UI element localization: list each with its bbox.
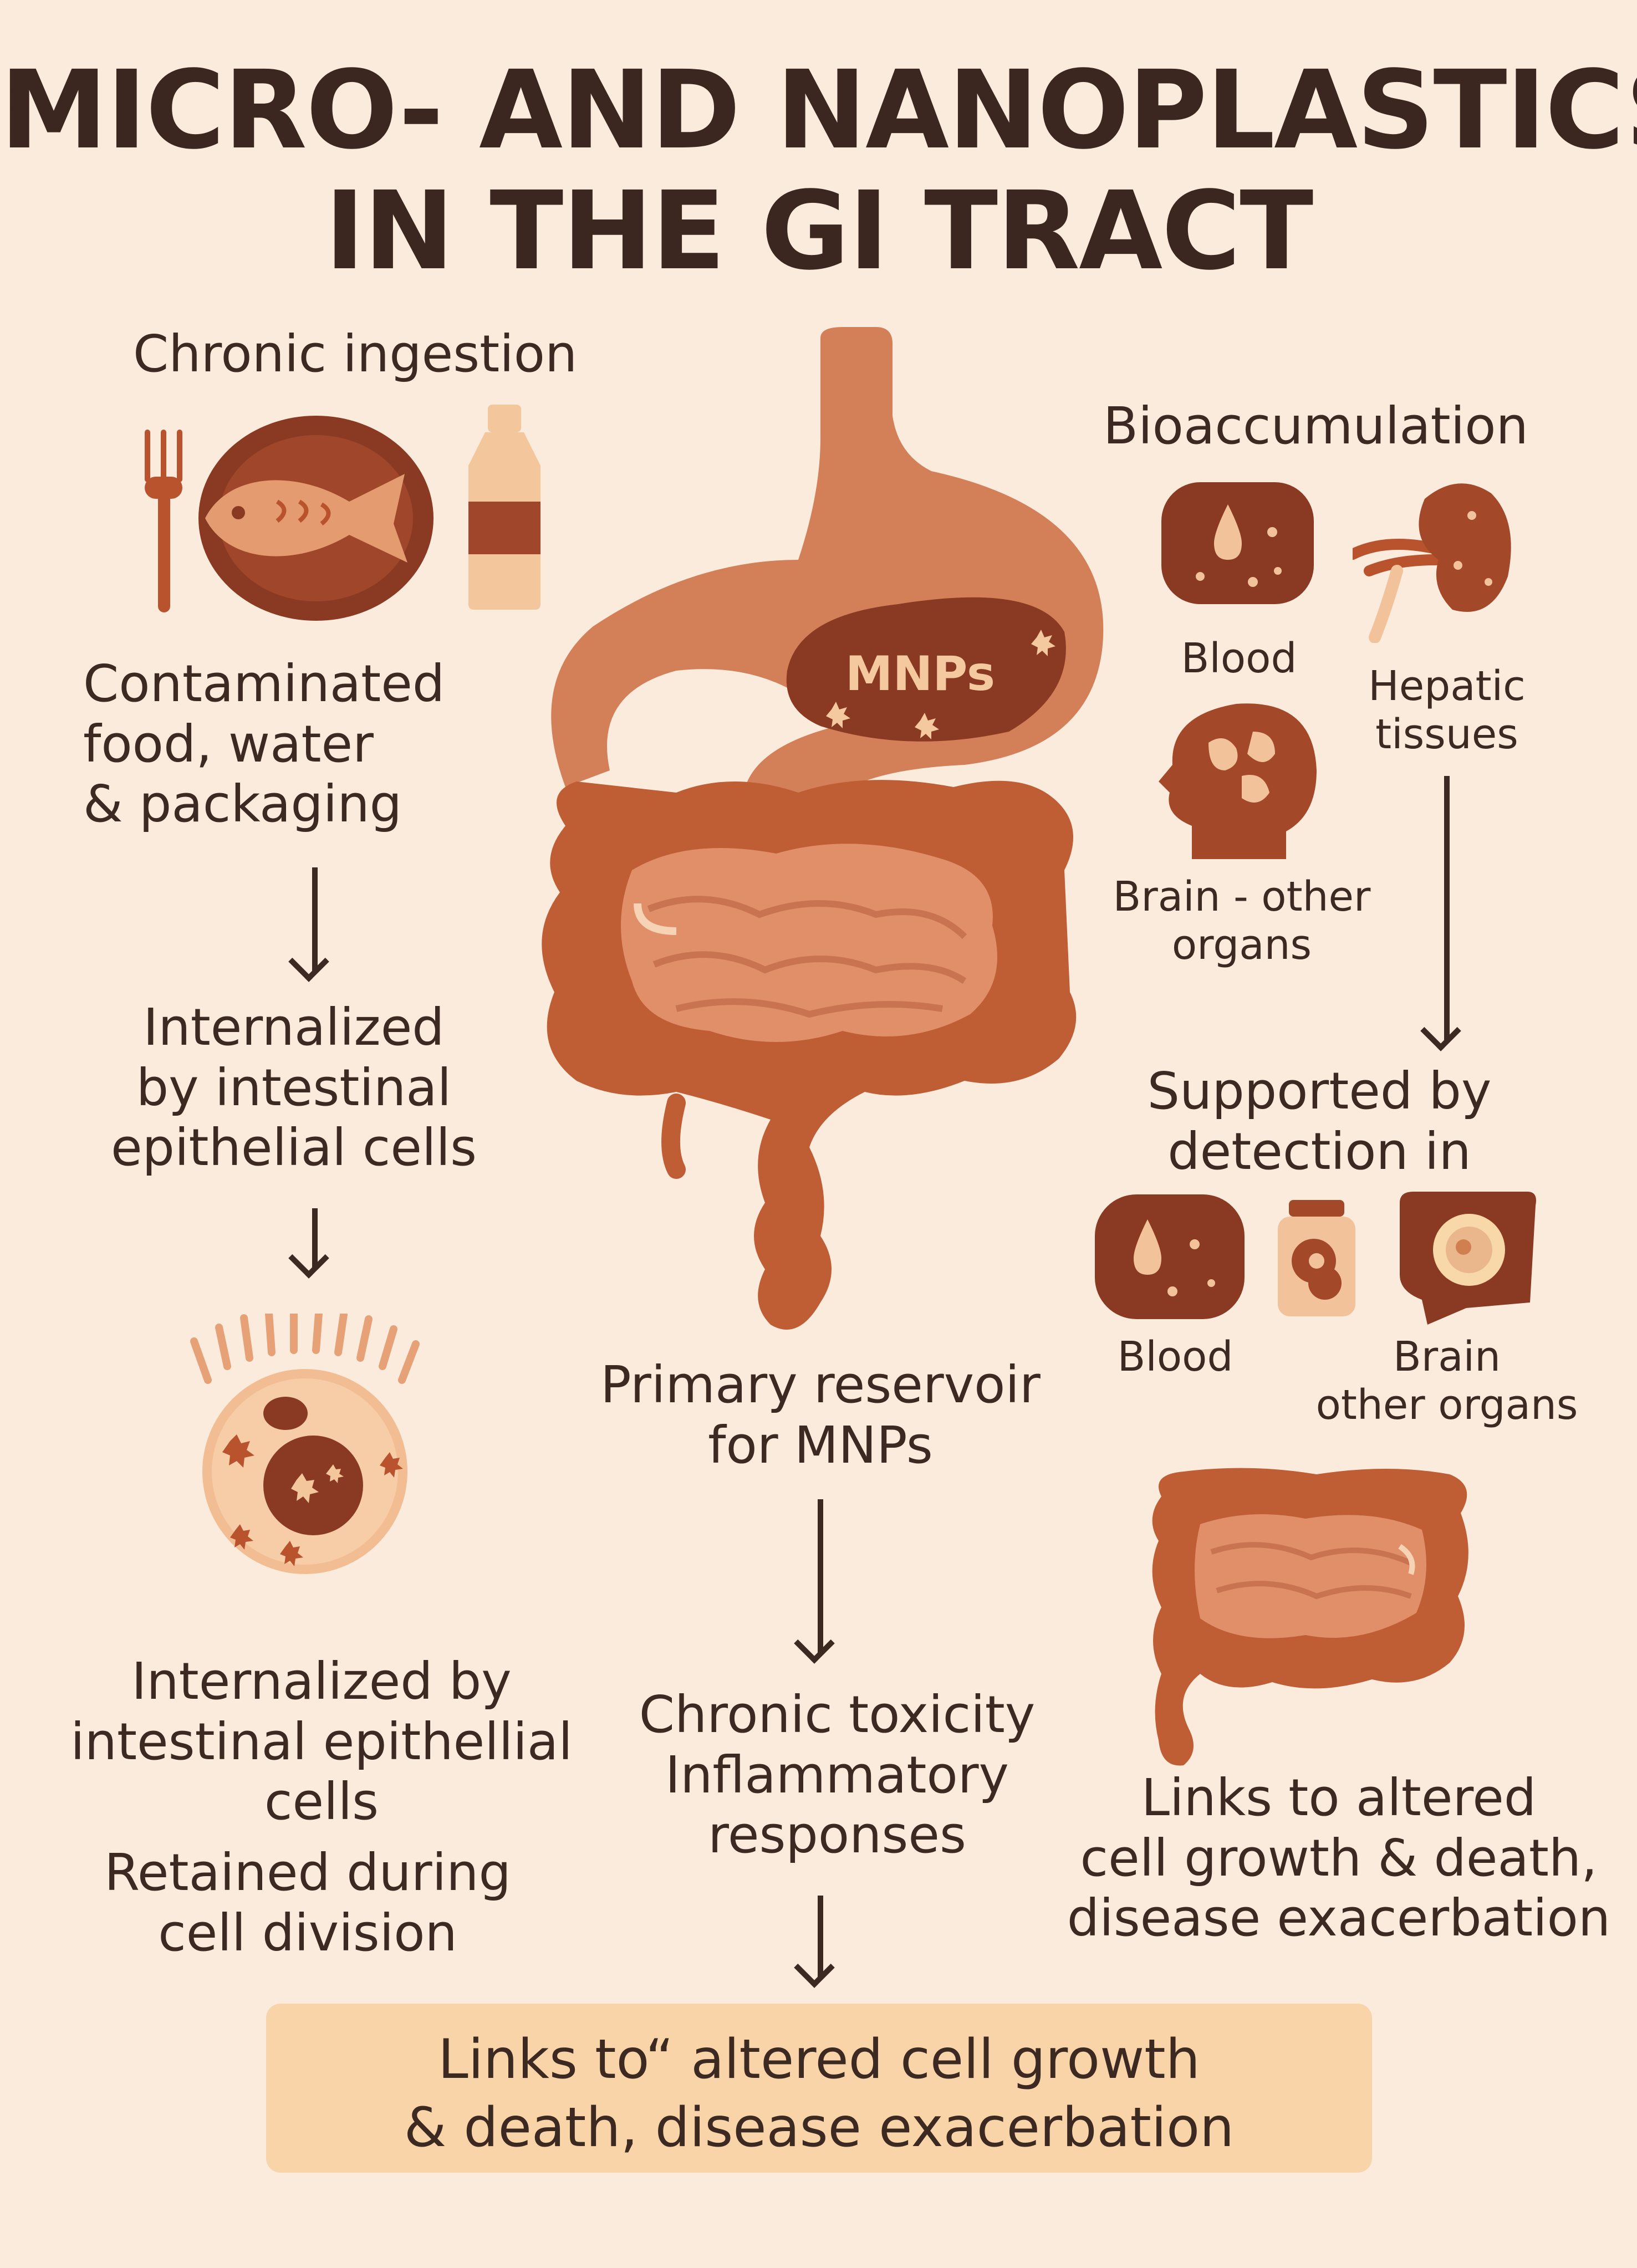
hepatic-line-1: Hepatic [1368, 662, 1526, 710]
fish-plate-icon [198, 416, 434, 621]
brain2-line-2: other organs [1315, 1381, 1578, 1429]
bottle-icon [468, 405, 540, 610]
cell-caption-retained: Retained during cell division [83, 1843, 532, 1963]
source-line-2: food, water [83, 714, 374, 774]
arrow-center-2 [818, 1896, 823, 1979]
toxicity-line-3: responses [708, 1805, 966, 1865]
toxicity-line-2: Inflammatory [665, 1745, 1009, 1805]
contaminated-source-label: Contaminated food, water & packaging [83, 654, 445, 835]
blood-label: Blood [1181, 635, 1297, 682]
blood-icon [1161, 482, 1314, 604]
chronic-toxicity-label: Chronic toxicity Inflammatory responses [599, 1685, 1075, 1866]
internalized-label: Internalized by intestinal epithelial ce… [72, 998, 516, 1178]
reservoir-line-2: for MNPs [708, 1415, 933, 1475]
source-line-1: Contaminated [83, 654, 445, 713]
supported-line-1: Supported by [1147, 1061, 1492, 1121]
title-line-2: IN THE GI TRACT [324, 168, 1314, 294]
internalized-line-1: Internalized [143, 998, 445, 1057]
blood-detection-icon [1095, 1194, 1245, 1319]
colon-icon [1152, 1468, 1468, 1766]
chronic-ingestion-heading: Chronic ingestion [133, 324, 578, 384]
arrow-right-1 [1444, 776, 1450, 1042]
brain-line-2: organs [1171, 921, 1312, 969]
cell-caption2-line-2: cell division [158, 1903, 457, 1963]
hepatic-line-2: tissues [1375, 711, 1518, 759]
stomach-mnps-label: MNPs [845, 646, 995, 702]
hepatic-label: Hepatic tissues [1336, 662, 1558, 759]
banner-line-2: & death, disease exacerbation [404, 2096, 1235, 2159]
brain-head-icon [1159, 703, 1317, 859]
toxicity-line-1: Chronic toxicity [639, 1685, 1036, 1744]
cell-caption1-line-3: cells [264, 1772, 379, 1832]
summary-banner-text: Links to“ altered cell growth & death, d… [266, 2026, 1372, 2162]
brain2-line-1: Brain [1393, 1333, 1501, 1381]
brain-line-1: Brain - other [1113, 873, 1371, 921]
links-altered-label: Links to altered cell growth & death, di… [1053, 1768, 1624, 1949]
arrow-left-2 [312, 1208, 318, 1269]
links-line-3: disease exacerbation [1067, 1888, 1611, 1948]
banner-line-1: Links to“ altered cell growth [438, 2028, 1200, 2091]
bioaccumulation-heading: Bioaccumulation [1103, 396, 1528, 456]
stomach-interior [786, 597, 1066, 742]
supported-label: Supported by detection in [1125, 1061, 1513, 1182]
epithelial-cell-icon [190, 1314, 420, 1574]
cell-caption1-line-1: Internalized by [131, 1652, 512, 1711]
internalized-line-2: by intestinal [136, 1058, 452, 1117]
cell-caption2-line-1: Retained during [104, 1843, 511, 1902]
supported-line-2: detection in [1167, 1121, 1471, 1181]
arrow-left-1 [312, 867, 318, 973]
brain-tissue-icon [1400, 1192, 1536, 1325]
summary-banner: Links to“ altered cell growth & death, d… [266, 2004, 1372, 2173]
primary-reservoir-label: Primary reservoir for MNPs [582, 1355, 1059, 1475]
links-line-1: Links to altered [1141, 1768, 1537, 1827]
blood-detection-label: Blood [1117, 1333, 1233, 1381]
reservoir-line-1: Primary reservoir [600, 1355, 1041, 1414]
cell-caption1-line-2: intestinal epithellial [70, 1712, 573, 1771]
liver-kidney-icon [1353, 483, 1511, 643]
source-line-3: & packaging [83, 774, 402, 834]
esophagus [551, 327, 1104, 826]
jar-icon [1278, 1200, 1355, 1316]
brain-detection-label: Brain other organs [1297, 1333, 1597, 1430]
fork-icon [145, 430, 182, 612]
title-line-1: MICRO- AND NANOPLASTICS [0, 47, 1637, 173]
gi-tract-illustration: MNPs [542, 327, 1104, 1330]
arrow-center-1 [818, 1499, 823, 1654]
links-line-2: cell growth & death, [1080, 1828, 1598, 1888]
cell-caption-internalized: Internalized by intestinal epithellial c… [69, 1652, 574, 1832]
small-intestine [621, 844, 997, 1042]
internalized-line-3: epithelial cells [110, 1118, 477, 1178]
page-title: MICRO- AND NANOPLASTICS IN THE GI TRACT [0, 47, 1637, 294]
brain-organs-label: Brain - other organs [1109, 873, 1375, 970]
